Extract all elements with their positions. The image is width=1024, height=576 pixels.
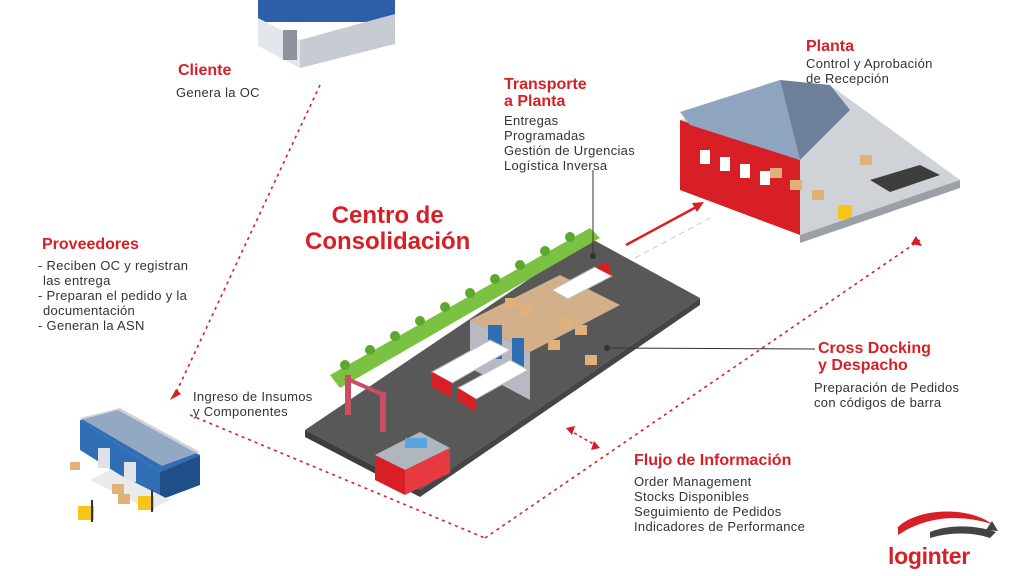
- planta-title: Planta: [806, 38, 855, 55]
- cross-line: Preparación de Pedidos: [814, 380, 960, 395]
- proveedores-item: - Preparan el pedido y la: [38, 288, 188, 303]
- proveedores-list: - Reciben OC y registran las entrega - P…: [38, 258, 188, 333]
- cross-line: con códigos de barra: [814, 395, 942, 410]
- flujo-line: Indicadores de Performance: [634, 519, 806, 534]
- logo-wordmark: loginter: [888, 543, 970, 569]
- transporte-title: Transporte a Planta: [504, 76, 587, 110]
- centro-title-line: Centro de: [331, 202, 444, 229]
- flujo-line: Seguimiento de Pedidos: [634, 504, 782, 519]
- transporte-title-line: a Planta: [504, 93, 566, 110]
- cross-title: Cross Docking y Despacho: [818, 340, 931, 374]
- centro-title: Centro de Consolidación: [305, 203, 470, 255]
- transport-arrow: [625, 202, 711, 259]
- suppliers-warehouse: [70, 408, 200, 522]
- plant: [680, 80, 960, 243]
- transporte-line: Gestión de Urgencias: [504, 143, 636, 158]
- proveedores-item: las entrega: [43, 273, 111, 288]
- ingreso-label: Ingreso de Insumos y Componentes: [193, 389, 313, 419]
- flow-lines: [174, 84, 921, 539]
- flujo-text: Order Management Stocks Disponibles Segu…: [634, 474, 805, 534]
- flujo-line: Order Management: [634, 474, 752, 489]
- cross-text: Preparación de Pedidos con códigos de ba…: [814, 380, 959, 410]
- flujo-line: Stocks Disponibles: [634, 489, 750, 504]
- centro-title-line: Consolidación: [305, 228, 471, 255]
- client-building: [258, 0, 395, 68]
- cliente-text: Genera la OC: [176, 85, 260, 100]
- proveedores-item: - Generan la ASN: [38, 318, 145, 333]
- transporte-line: Logística Inversa: [504, 158, 608, 173]
- transporte-line: Entregas: [504, 113, 559, 128]
- ingreso-line: Ingreso de Insumos: [193, 389, 313, 404]
- cliente-title: Cliente: [178, 62, 232, 79]
- ingreso-line: y Componentes: [193, 404, 288, 419]
- transporte-line: Programadas: [504, 128, 586, 143]
- flow-arrowheads: [170, 236, 922, 450]
- trucks-dock: [430, 339, 530, 412]
- cross-title-line: y Despacho: [818, 357, 908, 374]
- transporte-title-line: Transporte: [504, 76, 587, 93]
- flujo-arrow: [568, 429, 598, 447]
- flujo-title: Flujo de Información: [634, 452, 792, 469]
- pointer-dot: [590, 253, 596, 259]
- pointer-lines: [592, 170, 816, 350]
- proveedores-item: documentación: [43, 303, 136, 318]
- transporte-text: Entregas Programadas Gestión de Urgencia…: [504, 113, 635, 173]
- logo-mark: [898, 511, 998, 538]
- proveedores-item: - Reciben OC y registran: [38, 258, 189, 273]
- planta-line: de Recepción: [806, 71, 890, 86]
- cross-title-line: Cross Docking: [818, 340, 931, 357]
- planta-line: Control y Aprobación: [806, 56, 933, 71]
- pointer-dot: [604, 345, 610, 351]
- proveedores-title: Proveedores: [42, 236, 139, 253]
- planta-text: Control y Aprobación de Recepción: [806, 56, 933, 86]
